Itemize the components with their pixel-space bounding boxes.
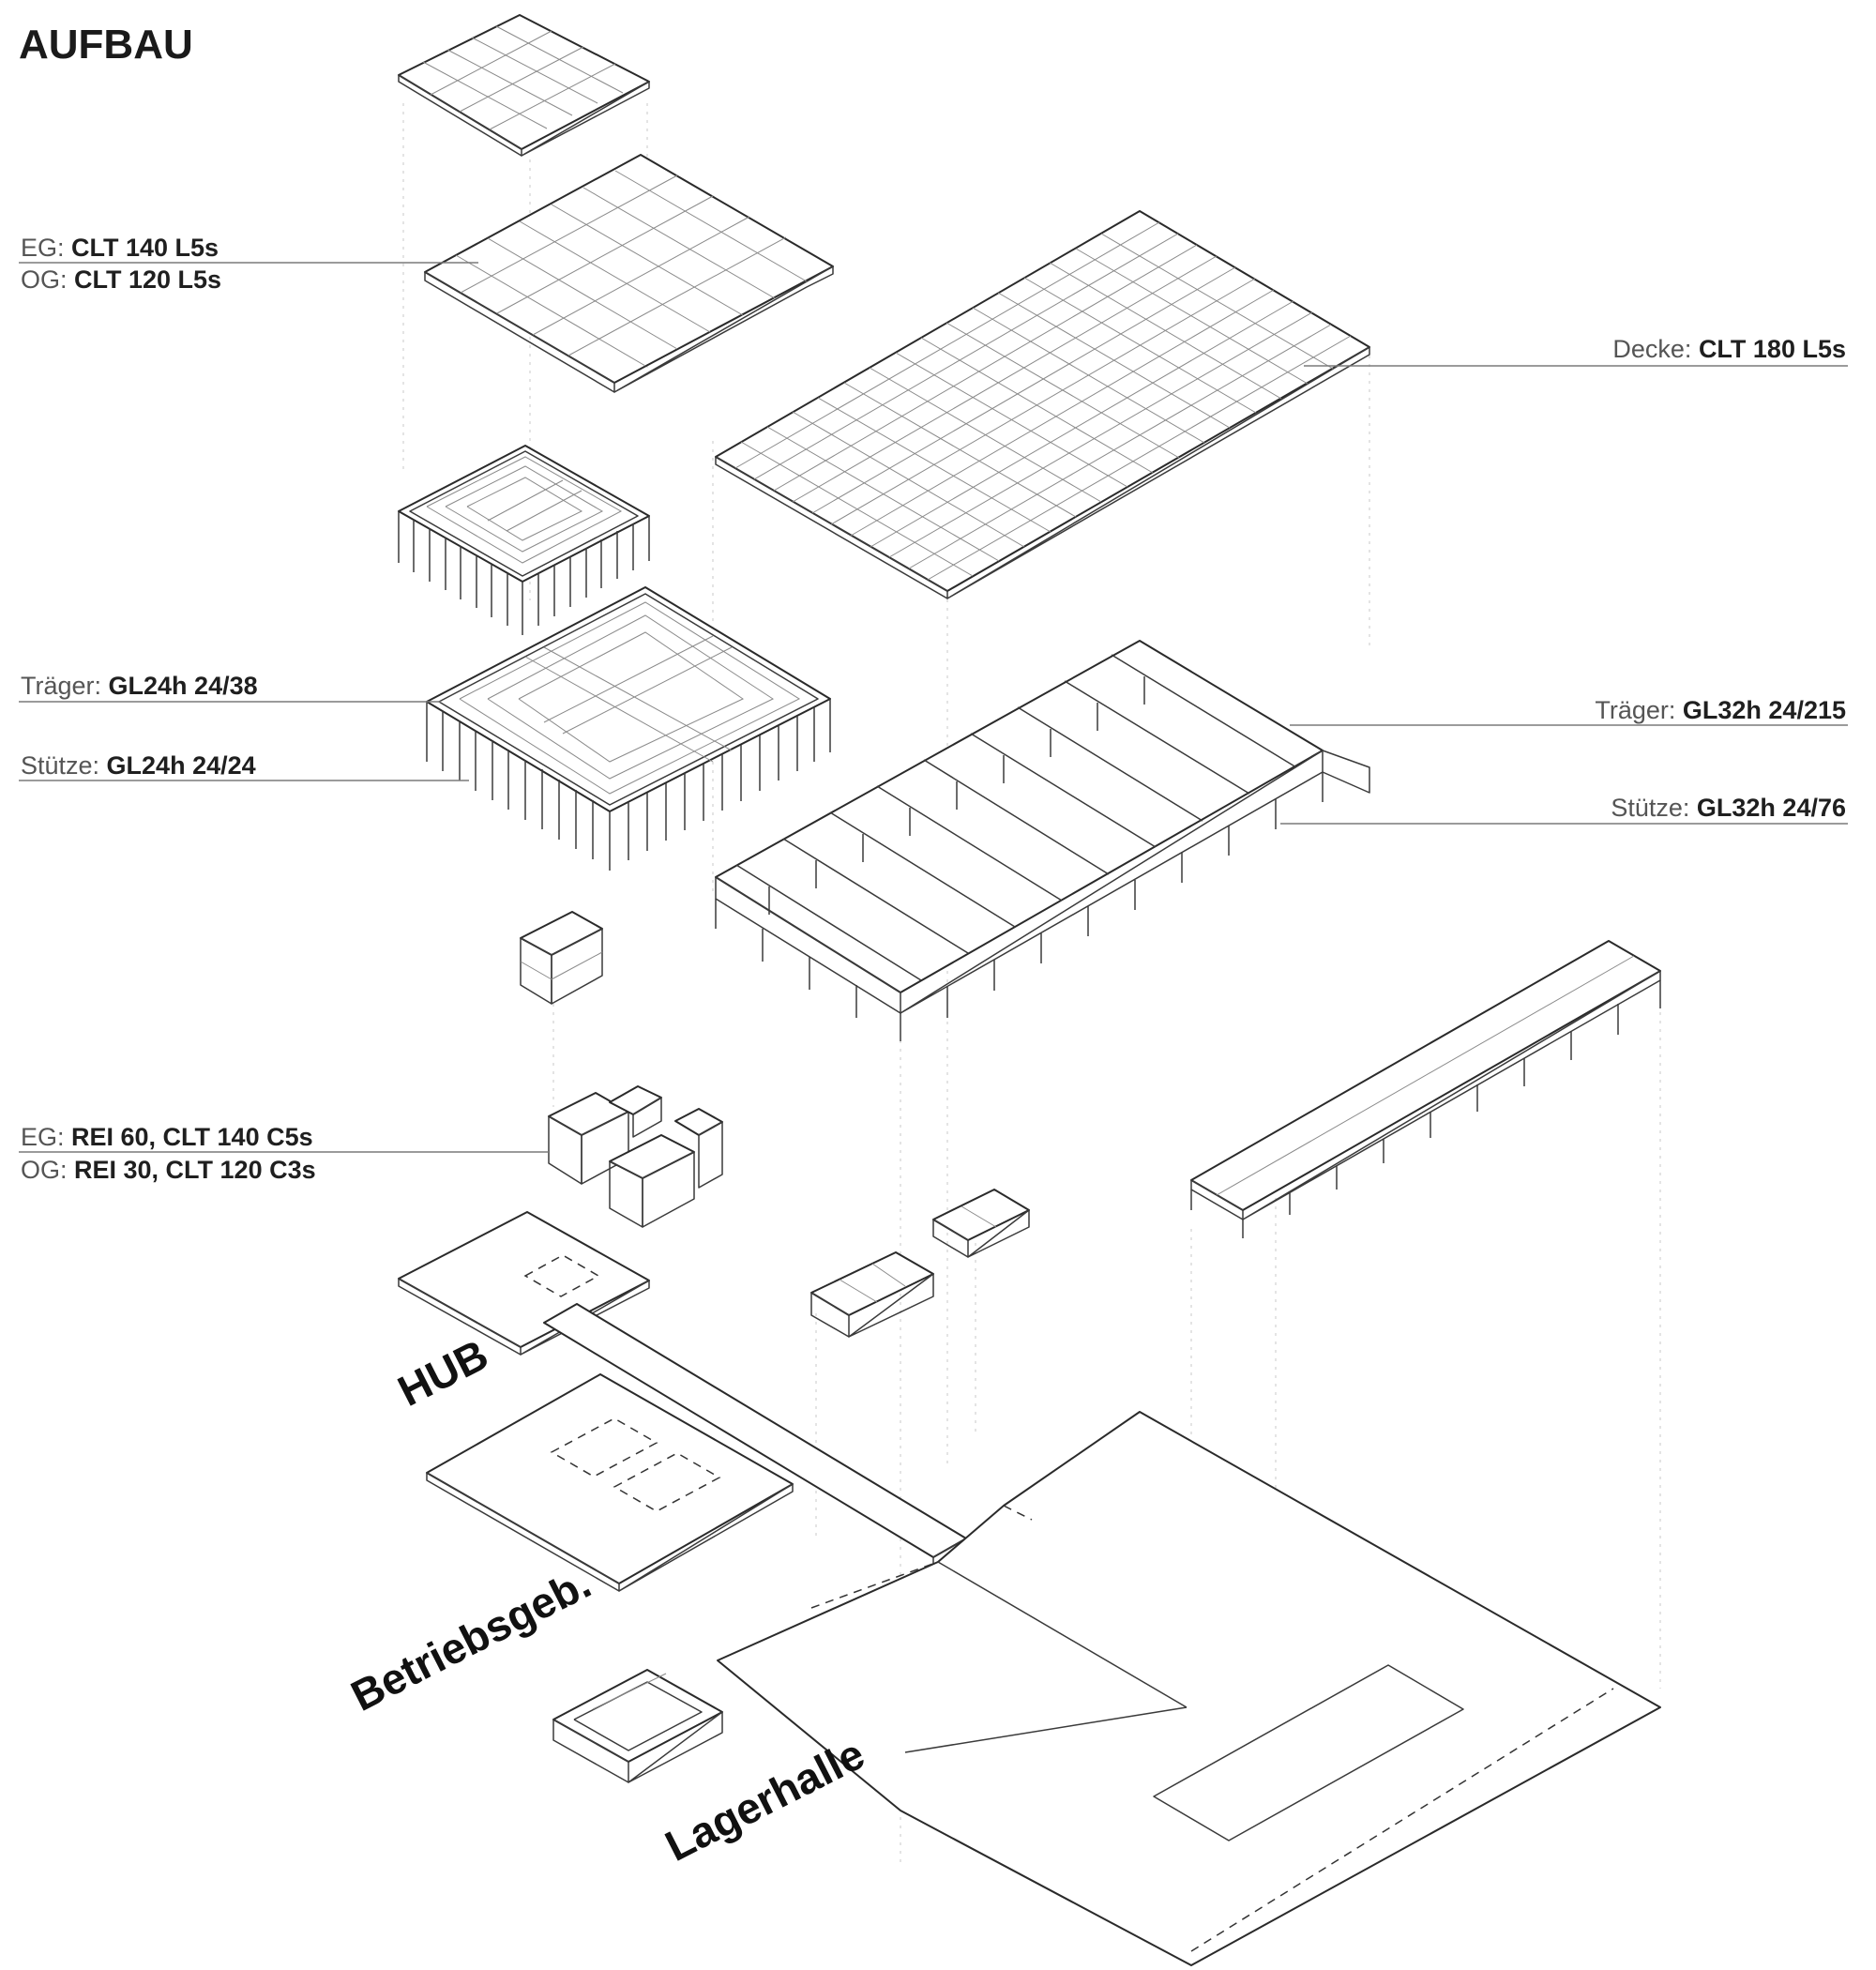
label-hub: HUB [390, 1329, 495, 1416]
label-hall-column: Stütze: GL32h 24/76 [1611, 794, 1846, 822]
label-hub-floor-eg: EG: CLT 140 L5s [21, 234, 219, 262]
label-core-walls-eg: EG: REI 60, CLT 140 C5s [21, 1123, 313, 1151]
betriebsgeb-base-slab [426, 1373, 794, 1592]
annotation-labels: EG: CLT 140 L5s OG: CLT 120 L5s Decke: C… [21, 234, 1846, 1184]
lagerhalle-base-slab [717, 1411, 1661, 1966]
label-hub-floor-og: OG: CLT 120 L5s [21, 265, 221, 294]
label-hub-column: Stütze: GL24h 24/24 [21, 751, 256, 780]
hub-lower-frame [426, 586, 831, 871]
label-hub-beam: Träger: GL24h 24/38 [21, 672, 258, 700]
hub-upper-frame [398, 445, 650, 635]
hub-roof-slab [398, 14, 650, 157]
hall-ceiling-slab [715, 210, 1370, 599]
hall-canopy [1190, 940, 1661, 1238]
hub-floor-slab [424, 154, 834, 393]
label-hall-beam: Träger: GL32h 24/215 [1595, 696, 1846, 724]
hub-cores-lower [548, 1085, 723, 1228]
leader-lines [19, 262, 1848, 1153]
label-hall-ceiling: Decke: CLT 180 L5s [1612, 335, 1846, 363]
diagram-title: AUFBAU [19, 22, 193, 68]
hall-frame [715, 640, 1370, 1041]
betriebsgeb-volumes [810, 1189, 1030, 1338]
label-betriebsgeb: Betriebsgeb. [343, 1558, 598, 1720]
label-core-walls-og: OG: REI 30, CLT 120 C3s [21, 1156, 316, 1184]
foundation-box [552, 1669, 723, 1783]
hub-core-upper [520, 911, 603, 1005]
